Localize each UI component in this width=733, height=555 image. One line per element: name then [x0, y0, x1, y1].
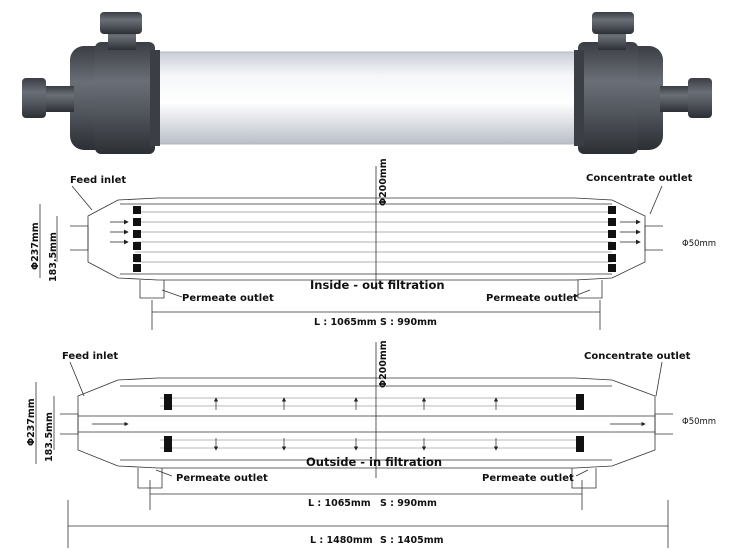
vessel-outline: [87, 197, 646, 281]
feed-port: [60, 413, 79, 435]
potting-blocks: [133, 206, 616, 272]
feed-flow-arrows: [110, 219, 641, 245]
bottom-total-s: S : 1405mm: [380, 535, 444, 546]
concentrate-port: [644, 225, 663, 251]
bottom-length-s: S : 990mm: [380, 498, 437, 509]
permeate-port-right: [571, 468, 597, 489]
permeate-flow-arrows: [92, 397, 646, 451]
permeate-port-left: [139, 280, 165, 299]
top-feed-label: Feed inlet: [70, 175, 126, 186]
top-permeate-right: Permeate outlet: [486, 293, 578, 304]
left-top-nut: [100, 12, 142, 34]
left-side-nut: [22, 78, 46, 118]
concentrate-leader: [655, 361, 663, 397]
bottom-permeate-right: Permeate outlet: [482, 473, 574, 484]
vessel-outline: [77, 377, 656, 469]
right-collar: [578, 42, 638, 154]
hollow-fibres: [160, 397, 578, 449]
permeate-port-right: [577, 280, 603, 299]
top-dia-port: Φ50mm: [682, 239, 716, 249]
left-collar: [95, 42, 155, 154]
feed-port: [70, 225, 89, 251]
vessel-inner-wall: [120, 203, 612, 275]
bottom-feed-label: Feed inlet: [62, 351, 118, 362]
permeate-right-leader: [575, 469, 589, 477]
vessel-inner-wall: [120, 385, 612, 461]
bottom-total-l: L : 1480mm: [310, 535, 373, 546]
product-photo: [22, 12, 712, 154]
bottom-title: Outside - in filtration: [306, 455, 442, 469]
central-tube: [78, 415, 655, 433]
hollow-fibres: [135, 211, 612, 263]
permeate-left-leader: [155, 469, 173, 477]
concentrate-port: [654, 413, 673, 435]
top-dia-main: Φ200mm: [378, 158, 389, 206]
top-permeate-left: Permeate outlet: [182, 293, 274, 304]
bottom-dia-outer: Φ237mm: [26, 398, 37, 446]
top-dia-inner: 183.5mm: [48, 232, 59, 282]
top-length-s: S : 990mm: [380, 317, 437, 328]
concentrate-leader: [649, 185, 663, 215]
feed-leader: [71, 185, 93, 211]
right-collar-ring: [574, 50, 584, 146]
top-dia-outer: Φ237mm: [30, 222, 41, 270]
bottom-permeate-left: Permeate outlet: [176, 473, 268, 484]
permeate-left-leader: [161, 289, 183, 298]
right-side-nut: [688, 78, 712, 118]
bottom-dia-port: Φ50mm: [682, 417, 716, 427]
feed-leader: [69, 361, 85, 397]
bottom-length-l: L : 1065mm: [308, 498, 371, 509]
bottom-dia-inner: 183.5mm: [44, 412, 55, 462]
top-length-l: L : 1065mm: [314, 317, 377, 328]
permeate-right-leader: [571, 289, 591, 298]
bottom-dia-main: Φ200mm: [378, 340, 389, 388]
potting-blocks: [164, 394, 584, 452]
right-top-nut: [592, 12, 634, 34]
top-concentrate-label: Concentrate outlet: [586, 173, 693, 184]
diagram-inside-out: [39, 166, 663, 330]
bottom-concentrate-label: Concentrate outlet: [584, 351, 691, 362]
membrane-tube-body: [147, 51, 586, 145]
left-collar-ring: [150, 50, 160, 146]
top-title: Inside - out filtration: [310, 278, 445, 292]
diagram-outside-in: [35, 342, 673, 548]
